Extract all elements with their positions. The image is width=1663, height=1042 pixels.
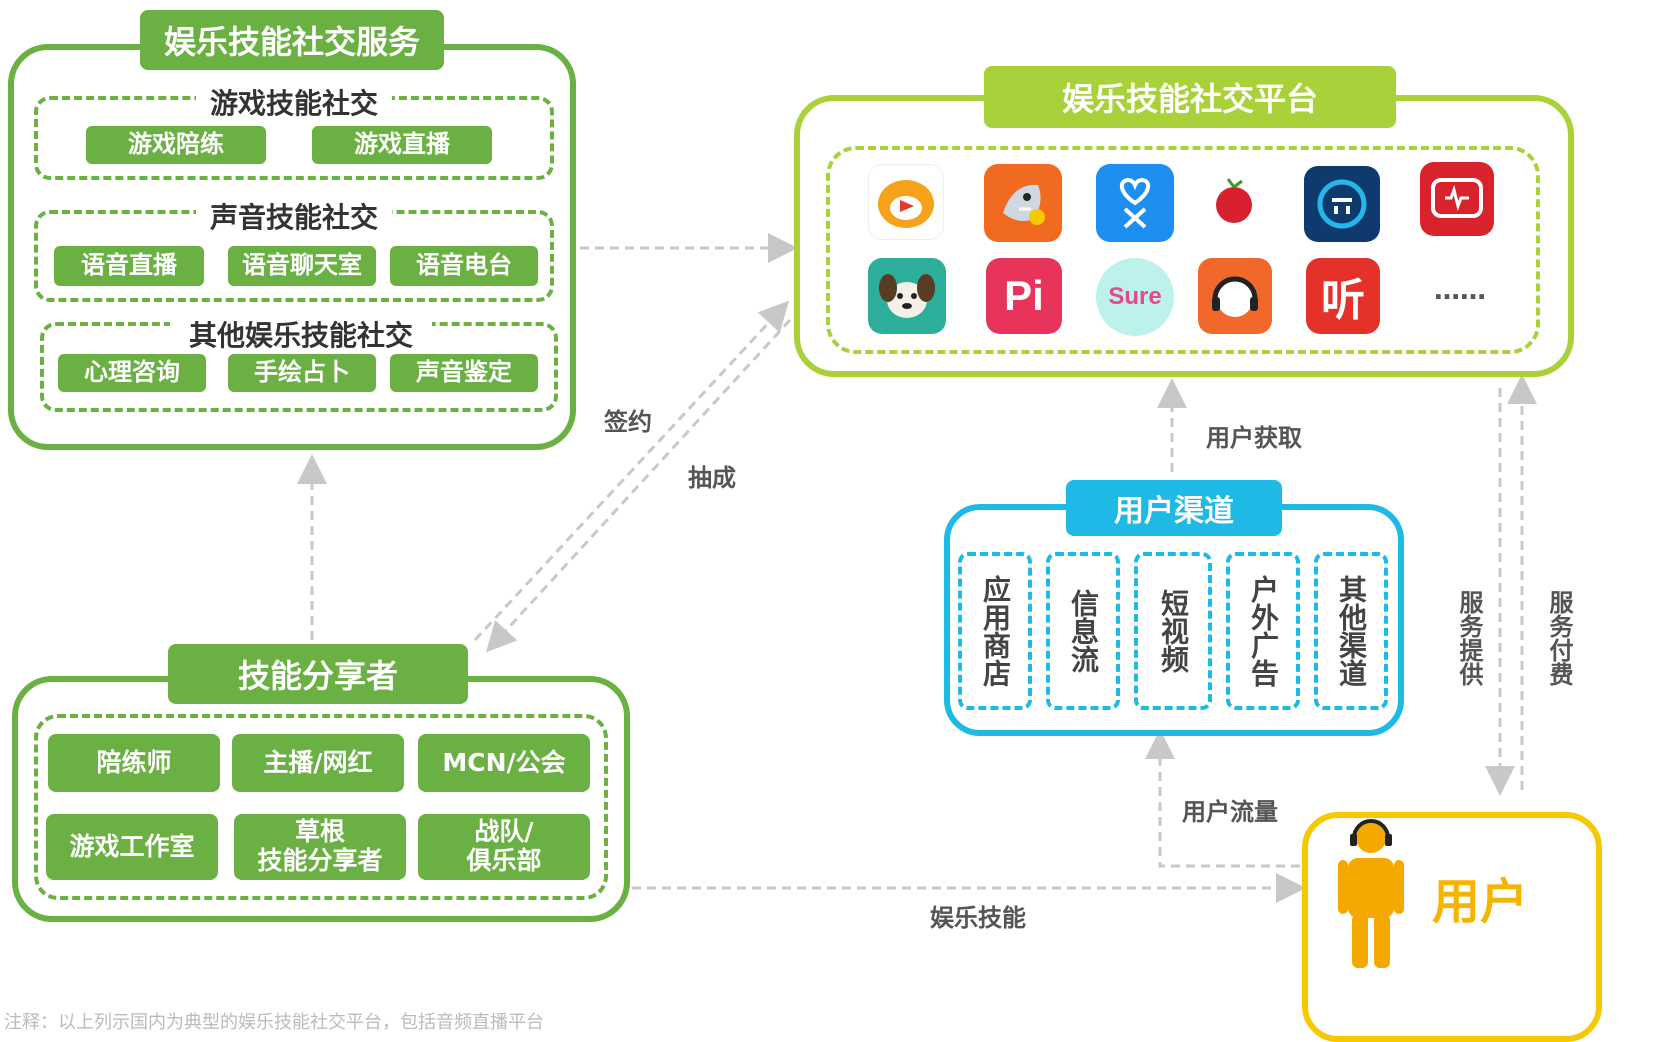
more-apps: …… [1434,276,1486,306]
arrow-sign [473,300,790,642]
channel-short-video: 短视频 [1134,552,1212,710]
sharer-accompanist: 陪练师 [48,734,220,792]
group-other-title: 其他娱乐技能社交 [170,314,432,352]
sharer-mcn: MCN/公会 [418,734,590,792]
heart-app-icon [1096,164,1174,242]
item-game-accompany: 游戏陪练 [86,126,266,164]
sure-app-icon: Sure [1096,258,1174,336]
label-service-pay: 服务付费 [1545,590,1573,686]
sharer-team: 战队/ 俱乐部 [418,814,590,880]
platform-title: 娱乐技能社交平台 [984,66,1396,128]
item-divination: 手绘占卜 [228,354,376,392]
user-label: 用户 [1432,874,1529,930]
group-game-title: 游戏技能社交 [196,82,392,120]
group-voice-title: 声音技能社交 [196,196,392,234]
item-voice-chatroom: 语音聊天室 [228,246,376,286]
channel-app-store: 应用商店 [958,552,1032,710]
label-acquire: 用户获取 [1206,424,1302,452]
red-radio-app-icon [1420,162,1494,236]
sharers-area [34,714,608,900]
channels-title: 用户渠道 [1066,480,1282,536]
ting-app-icon: 听 [1306,258,1380,334]
tiger-app-icon [868,164,944,240]
item-game-live: 游戏直播 [312,126,492,164]
sharers-title: 技能分享者 [168,644,468,704]
label-commission: 抽成 [688,464,736,492]
sharer-anchor: 主播/网红 [232,734,404,792]
item-psych: 心理咨询 [58,354,206,392]
channel-other: 其他渠道 [1314,552,1388,710]
arrow-user-to-channel [1145,729,1300,868]
label-sign: 签约 [604,408,652,436]
sharer-studio: 游戏工作室 [46,814,218,880]
service-title: 娱乐技能社交服务 [140,10,444,70]
label-entertain: 娱乐技能 [930,904,1026,932]
channel-feed: 信息流 [1046,552,1120,710]
item-voice-radio: 语音电台 [390,246,538,286]
dog-app-icon [868,258,946,334]
channels-box [944,504,1404,736]
person-with-headset-icon [1338,819,1404,968]
pi-app-icon: Pi [986,258,1062,334]
item-voice-live: 语音直播 [54,246,204,286]
chat-face-app-icon [1304,166,1380,242]
item-voice-identify: 声音鉴定 [390,354,538,392]
channel-outdoor: 户外广告 [1226,552,1300,710]
footnote: 注释：以上列示国内为典型的娱乐技能社交平台，包括音频直播平台 [4,1012,544,1033]
sharer-grassroots: 草根 技能分享者 [234,814,406,880]
platform-apps-area [826,146,1540,354]
label-service-provide: 服务提供 [1455,590,1483,686]
lychee-app-icon [1206,172,1262,232]
label-traffic: 用户流量 [1182,798,1278,826]
headphone-face-app-icon [1198,258,1272,334]
shark-app-icon [984,164,1062,242]
